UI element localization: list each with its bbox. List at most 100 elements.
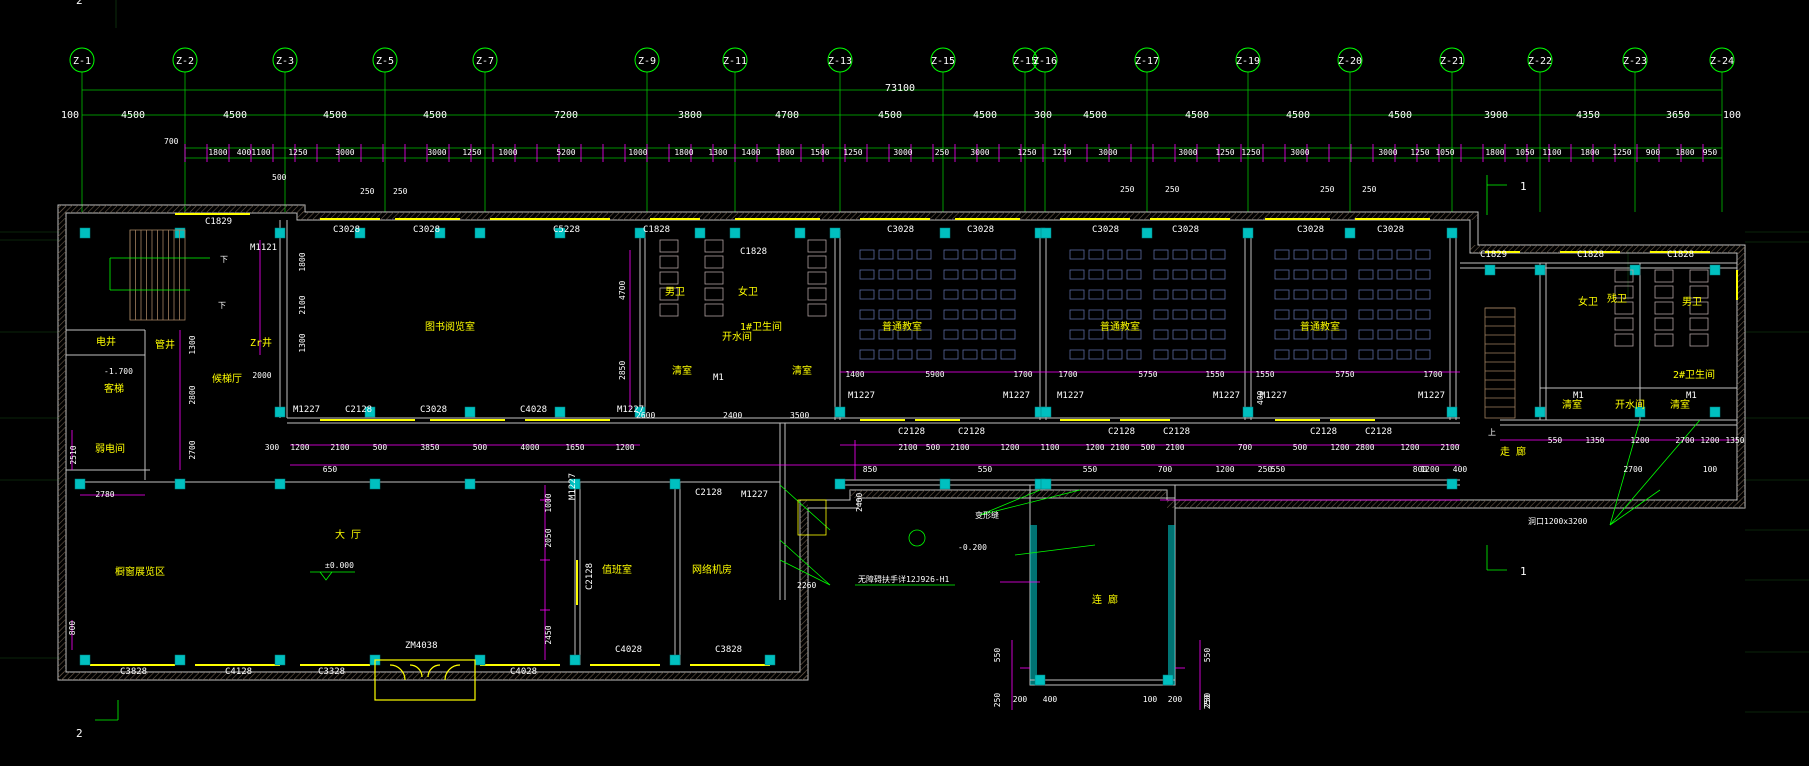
desk [1274,289,1290,300]
svg-text:ZM4038: ZM4038 [405,641,438,651]
grid-bubble [722,47,748,73]
desk [1126,289,1142,300]
classroom-dimension: 1400 [845,370,864,379]
grid-bubble [1235,47,1261,73]
room-library: 图书阅览室 [425,320,475,333]
desk [1415,269,1431,280]
vertical-dimension: 550 [1203,648,1212,663]
lower-dimension: 550 [1548,436,1563,445]
desk [1172,249,1188,260]
elevation-hall: ±0.000 [325,561,354,570]
desk [1358,329,1374,340]
desk [1172,349,1188,360]
desk [1088,309,1104,320]
grid-label: Z-15 [1013,56,1037,67]
detail-dimension: 3000 [335,148,354,157]
detail-dimension: 1250 [1241,148,1260,157]
desk [981,329,997,340]
column [939,478,951,490]
column [569,478,581,490]
svg-text:C3028: C3028 [333,225,360,235]
stall [704,287,724,301]
detail-dimension: 3000 [1178,148,1197,157]
door-code-labels: M1227 C2128 C3028 C4028 M1227 M1227 M122… [293,391,1445,500]
desk [1153,309,1169,320]
lower-dimension: 2100 [950,443,969,452]
svg-text:C4028: C4028 [615,645,642,655]
desk [962,309,978,320]
lower-dimension: 1200 [615,443,634,452]
column [729,227,741,239]
detail-dimension: 1250 [1017,148,1036,157]
detail-dimension: 3000 [1290,148,1309,157]
axis-dimension: 300 [1034,110,1052,121]
svg-text:C2128: C2128 [1108,427,1135,437]
stair-left [109,229,210,321]
grid-label: Z-9 [638,56,656,67]
lower-code-labels: C2128 C2128 C2128 C2128 C2128 C2128 [898,427,1392,437]
lower-dimension: 1200 [1400,443,1419,452]
grid-label: Z-3 [276,56,294,67]
hole-note: 洞口1200x3200 [1528,516,1588,526]
m1-left: M1 [713,373,724,383]
vertical-dimension: 2050 [544,528,553,547]
desk [1358,269,1374,280]
vertical-dimension: 200 [1168,695,1183,704]
room-wc-2: 2#卫生间 [1673,368,1715,381]
svg-text:M1227: M1227 [1057,391,1084,401]
elevation-elevator: -1.700 [104,367,133,376]
desk [943,329,959,340]
svg-text:C3028: C3028 [413,225,440,235]
column [1242,406,1254,418]
svg-text:C2128: C2128 [345,405,372,415]
classroom-dimension: 1700 [1423,370,1442,379]
lower-dimension: 1350 [1585,436,1604,445]
detail-dimension: 1250 [462,148,481,157]
svg-text:C3028: C3028 [420,405,447,415]
desk [1107,309,1123,320]
grid-bubble [634,47,660,73]
detail-dimension: 1000 [628,148,647,157]
desk [1358,349,1374,360]
desk [1293,269,1309,280]
desk [1396,249,1412,260]
dim-2600: 2600 [636,411,655,420]
vertical-dimension: 250 [993,693,1002,708]
room-wc-1: 1#卫生间 [740,320,782,333]
desk [1396,309,1412,320]
left-dimension: 2780 [95,490,114,499]
desk [1377,329,1393,340]
columns [74,227,1721,686]
svg-text:C2128: C2128 [1365,427,1392,437]
grid-bubble [1439,47,1465,73]
column [354,227,366,239]
room-boiler-2: 开水间 [1615,398,1645,411]
desk [1153,249,1169,260]
windows [90,213,1738,666]
desk [1331,309,1347,320]
desk [1126,349,1142,360]
classroom-dimension: 1550 [1205,370,1224,379]
main-entrance [374,659,476,701]
desk [1126,309,1142,320]
desk [1210,269,1226,280]
grid-label: Z-19 [1236,56,1260,67]
lower-dimension: 2100 [898,443,917,452]
lower-dimension: 500 [473,443,488,452]
column [1446,227,1458,239]
desk [1312,249,1328,260]
classroom-dimension: 1700 [1013,370,1032,379]
column [1446,478,1458,490]
desk [1293,249,1309,260]
stall [807,239,827,253]
dim-2850: 2850 [618,361,627,380]
grid-label: Z-20 [1338,56,1362,67]
desk [1172,269,1188,280]
desk [962,329,978,340]
desk [1293,329,1309,340]
vertical-dimension: 250 [1203,695,1212,710]
classroom-dimension: 1700 [1058,370,1077,379]
desk [916,329,932,340]
